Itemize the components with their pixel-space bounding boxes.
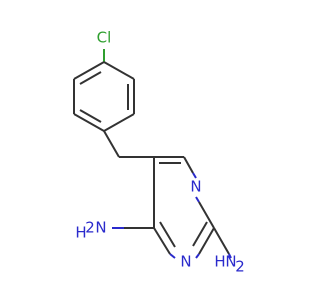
pyrimidine-n1-c2 (195, 196, 200, 203)
ring-inner-double-left (79, 71, 102, 85)
pyrimidine-inner-double-bottom (159, 221, 176, 248)
ring-inner-double-bottom (79, 109, 102, 123)
pyrimidine-c6-n1-colored (192, 172, 197, 179)
c2-to-amine-bond (213, 227, 230, 255)
pyrimidine-c6-n1 (183, 156, 194, 174)
pyrimidine-c2-n3 (198, 227, 215, 255)
left-amine-n-label: N (95, 219, 106, 237)
chlorophenyl-ring (73, 49, 135, 132)
right-amine-n-label: N (225, 253, 236, 271)
pyrimidine-n3-c4-colored (169, 253, 176, 259)
ring-bond-bottom-left (73, 113, 105, 132)
amine-bonds (112, 227, 232, 259)
pyrimidine-inner-double-right (192, 221, 208, 247)
chlorine-label: Cl (97, 29, 112, 47)
ring-bond-top-left (73, 61, 105, 80)
ring-nitrogen-top-label: N (190, 178, 201, 196)
ring-bond-bottom-right (103, 113, 135, 132)
pyrimidine-ring (153, 156, 215, 259)
atom-labels: Cl N N H 2 N H N 2 (75, 29, 244, 276)
chemical-structure-diagram: Cl N N H 2 N H N 2 (73, 29, 245, 276)
right-amine-subscript: 2 (235, 258, 245, 276)
c2-to-amine-bond-colored (228, 253, 232, 259)
ring-nitrogen-bottom-label: N (180, 253, 191, 271)
left-amine-h-label: H (75, 224, 86, 242)
left-amine-subscript: 2 (85, 219, 95, 237)
ring-bond-top-right (103, 61, 135, 80)
pyrimidine-n3-c4 (153, 227, 171, 255)
pyrimidine-c2-segment (198, 201, 215, 229)
right-amine-h-label: H (214, 253, 225, 271)
ring-to-ch2-bond (103, 130, 120, 158)
methylene-linker (103, 130, 154, 158)
pyrimidine-c2-n3-colored (195, 253, 200, 259)
